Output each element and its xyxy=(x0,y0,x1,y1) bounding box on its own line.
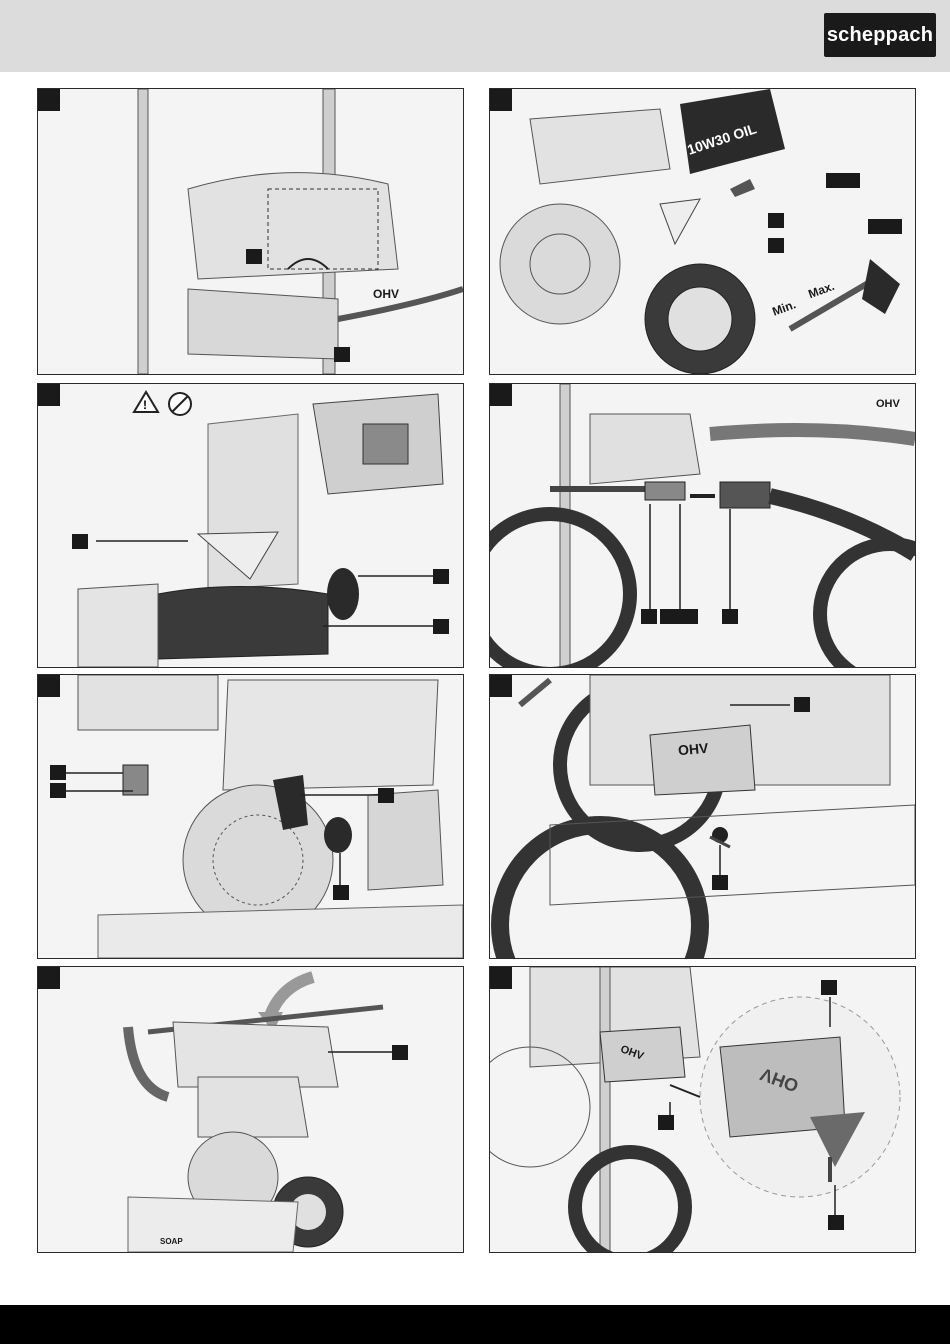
figure-number-box xyxy=(490,384,512,406)
engine-cover-label: OHV xyxy=(876,398,900,410)
callout-tag xyxy=(826,173,860,188)
callout-tag xyxy=(722,609,738,624)
callout-tag xyxy=(50,765,66,780)
callout-tag xyxy=(660,609,698,624)
figure-panel-5 xyxy=(37,674,464,959)
callout-tag xyxy=(821,980,837,995)
figure-number-box xyxy=(490,675,512,697)
pressure-washer-hose-connection-illustration xyxy=(38,89,463,374)
callout-tag xyxy=(50,783,66,798)
fuel-filling-illustration: ! xyxy=(38,384,463,667)
callout-tag xyxy=(768,213,784,228)
oil-drain-detail-illustration xyxy=(490,967,915,1252)
footer-bar xyxy=(0,1305,950,1344)
header-bar: scheppach xyxy=(0,0,950,72)
callout-tag xyxy=(333,885,349,900)
brand-logo: scheppach xyxy=(824,13,936,57)
pressure-washer-overview-illustration xyxy=(38,967,463,1252)
callout-tag xyxy=(392,1045,408,1060)
callout-tag xyxy=(246,249,262,264)
callout-tag xyxy=(828,1215,844,1230)
callout-tag xyxy=(768,238,784,253)
oil-drain-illustration xyxy=(490,675,915,958)
figure-number-box xyxy=(490,89,512,111)
callout-tag xyxy=(378,788,394,803)
callout-tag xyxy=(868,219,902,234)
figure-panel-1: OHV xyxy=(37,88,464,375)
svg-text:!: ! xyxy=(143,398,147,412)
engine-cover-label: OHV xyxy=(373,287,399,301)
figure-panel-7: SOAP xyxy=(37,966,464,1253)
callout-tag xyxy=(712,875,728,890)
figure-number-box xyxy=(38,675,60,697)
soap-label: SOAP xyxy=(160,1237,183,1246)
figure-panel-3: ! xyxy=(37,383,464,668)
figure-number-box xyxy=(38,384,60,406)
engine-cover-label: OHV xyxy=(677,740,709,759)
callout-tag xyxy=(433,619,449,634)
callout-tag xyxy=(794,697,810,712)
figure-panel-6: OHV xyxy=(489,674,916,959)
callout-tag xyxy=(334,347,350,362)
figure-panel-2: 10W30 OIL Min. Max. xyxy=(489,88,916,375)
engine-oil-filling-illustration xyxy=(490,89,915,374)
figure-number-box xyxy=(38,89,60,111)
callout-tag xyxy=(433,569,449,584)
figure-panel-4: OHV xyxy=(489,383,916,668)
callout-tag xyxy=(72,534,88,549)
figure-number-box xyxy=(38,967,60,989)
callout-tag xyxy=(658,1115,674,1130)
callout-tag xyxy=(641,609,657,624)
figure-panel-8: OHV OHV xyxy=(489,966,916,1253)
figure-number-box xyxy=(490,967,512,989)
engine-controls-illustration xyxy=(38,675,463,958)
high-pressure-hose-connection-illustration xyxy=(490,384,915,667)
